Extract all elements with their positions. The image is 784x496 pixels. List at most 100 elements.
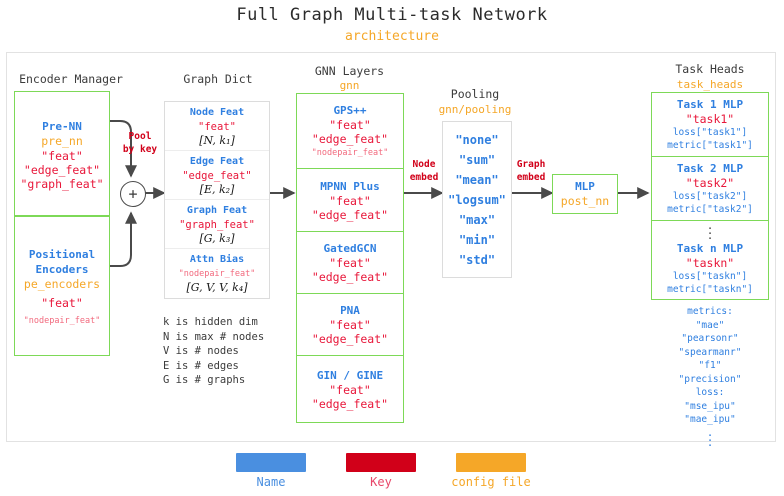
encoder-manager-prenn-box[interactable]: Pre-NN pre_nn "feat" "edge_feat" "graph_… <box>14 91 110 216</box>
gin-gine-key-edge-feat: "edge_feat" <box>311 396 389 411</box>
pooling-option-std[interactable]: "std" <box>458 252 496 267</box>
pooling-option-max[interactable]: "max" <box>458 212 496 227</box>
graph-dict-legend: k is hidden dim N is max # nodes V is # … <box>163 315 264 388</box>
task-heads-box[interactable]: Task 1 MLP "task1" loss["task1"] metric[… <box>651 92 769 300</box>
graph-dict-entry-edge-feat[interactable]: Edge Feat "edge_feat" [E, k₂] <box>165 151 269 200</box>
task1-loss: loss["task1"] <box>672 126 748 138</box>
pna-name: PNA <box>340 304 360 318</box>
edge-feat-name: Edge Feat <box>189 155 245 167</box>
task-head-n[interactable]: ... Task n MLP "taskn" loss["taskn"] met… <box>652 219 768 299</box>
task1-metric: metric["task1"] <box>667 139 753 151</box>
task2-loss: loss["task2"] <box>672 190 748 202</box>
pooling-option-min[interactable]: "min" <box>458 232 496 247</box>
legend-label-config-file: config file <box>451 475 531 489</box>
gnn-block-gpspp[interactable]: GPS++ "feat" "edge_feat" "nodepair_feat" <box>297 94 403 170</box>
gin-gine-name: GIN / GINE <box>316 368 384 382</box>
encoder-manager-positional-encoders-box[interactable]: Positional Encoders pe_encoders "feat" "… <box>14 216 110 356</box>
task-head-2[interactable]: Task 2 MLP "task2" loss["task2"] metric[… <box>652 157 768 221</box>
task2-name: Task 2 MLP <box>676 161 744 175</box>
pooling-option-sum[interactable]: "sum" <box>458 152 496 167</box>
metric-precision: "precision" <box>678 373 742 385</box>
mpnn-plus-key-edge-feat: "edge_feat" <box>311 207 389 222</box>
legend-swatch-config-file <box>456 453 526 472</box>
legend-swatch-name <box>236 453 306 472</box>
task-heads-ellipsis-icon: ... <box>706 219 714 243</box>
graph-feat-name: Graph Feat <box>186 204 248 216</box>
legend-line-e: E is # edges <box>163 359 239 372</box>
page-subtitle: architecture <box>345 29 439 44</box>
pooling-option-logsum[interactable]: "logsum" <box>448 192 506 207</box>
arrow-label-pool-by-key: Pool by key <box>112 130 168 156</box>
taskn-metric: metric["taskn"] <box>667 284 753 296</box>
column-title-pooling: Pooling <box>450 87 500 101</box>
mpnn-plus-key-feat: "feat" <box>329 193 371 208</box>
node-feat-key: "feat" <box>198 120 236 133</box>
post-nn-mlp-box[interactable]: MLP post_nn <box>552 174 618 214</box>
pool-by-key-line2: by key <box>122 144 158 155</box>
gnn-block-pna[interactable]: PNA "feat" "edge_feat" <box>297 294 403 357</box>
prenn-key-edge-feat: "edge_feat" <box>23 162 101 177</box>
pe-name-line2: Encoders <box>35 262 89 276</box>
gnn-block-gin-gine[interactable]: GIN / GINE "feat" "edge_feat" <box>297 356 403 422</box>
graph-embed-line1: Graph <box>516 159 546 170</box>
task2-key: "task2" <box>685 175 735 190</box>
pooling-option-none[interactable]: "none" <box>455 132 499 147</box>
task1-key: "task1" <box>685 111 735 126</box>
legend-swatch-key <box>346 453 416 472</box>
prenn-key-feat: "feat" <box>41 148 83 163</box>
gnn-block-mpnn-plus[interactable]: MPNN Plus "feat" "edge_feat" <box>297 169 403 232</box>
merge-plus-node: + <box>120 181 146 207</box>
gatedgcn-name: GatedGCN <box>323 241 377 255</box>
gpspp-key-nodepair-feat: "nodepair_feat" <box>311 147 389 158</box>
metric-spearmanr: "spearmanr" <box>678 346 742 358</box>
column-title-task-heads: Task Heads <box>675 62 745 76</box>
graph-dict-box[interactable]: Node Feat "feat" [N, k₁] Edge Feat "edge… <box>164 101 270 299</box>
column-title-gnn-layers: GNN Layers <box>314 64 385 78</box>
legend-line-v: V is # nodes <box>163 345 239 357</box>
column-config-task-heads: task_heads <box>676 78 744 91</box>
pe-name-line1: Positional <box>28 247 96 261</box>
legend-label-name: Name <box>256 475 286 489</box>
column-config-gnn-layers: gnn <box>339 79 360 92</box>
prenn-name: Pre-NN <box>42 119 82 133</box>
graph-dict-entry-graph-feat[interactable]: Graph Feat "graph_feat" [G, k₃] <box>165 200 269 249</box>
pool-by-key-line1: Pool <box>128 131 152 142</box>
gatedgcn-key-feat: "feat" <box>329 255 371 270</box>
metric-mae: "mae" <box>695 319 725 331</box>
prenn-key-graph-feat: "graph_feat" <box>20 176 104 191</box>
prenn-config: pre_nn <box>41 133 83 148</box>
edge-feat-shape: [E, k₂] <box>199 182 235 196</box>
graph-dict-entry-node-feat[interactable]: Node Feat "feat" [N, k₁] <box>165 102 269 151</box>
gpspp-key-feat: "feat" <box>329 117 371 132</box>
node-embed-line2: embed <box>409 172 439 183</box>
gin-gine-key-feat: "feat" <box>329 382 371 397</box>
gnn-block-gatedgcn[interactable]: GatedGCN "feat" "edge_feat" <box>297 232 403 295</box>
pooling-box[interactable]: "none" "sum" "mean" "logsum" "max" "min"… <box>442 121 512 278</box>
loss-mae-ipu: "mae_ipu" <box>684 414 736 425</box>
post-nn-config: post_nn <box>560 194 610 208</box>
graph-embed-line2: embed <box>516 172 546 183</box>
task-head-1[interactable]: Task 1 MLP "task1" loss["task1"] metric[… <box>652 93 768 157</box>
attn-bias-key: "nodepair_feat" <box>178 269 256 279</box>
post-nn-name: MLP <box>575 180 595 193</box>
graph-dict-entry-attn-bias[interactable]: Attn Bias "nodepair_feat" [G, V, V, k₄] <box>165 249 269 298</box>
column-config-pooling: gnn/pooling <box>438 103 512 116</box>
graph-feat-shape: [G, k₃] <box>199 231 235 245</box>
gatedgcn-key-edge-feat: "edge_feat" <box>311 269 389 284</box>
taskn-name: Task n MLP <box>676 242 744 256</box>
node-embed-line1: Node <box>412 159 436 170</box>
metrics-label: metrics: <box>687 306 733 317</box>
pna-key-edge-feat: "edge_feat" <box>311 332 389 347</box>
pna-key-feat: "feat" <box>329 318 371 333</box>
pooling-option-mean[interactable]: "mean" <box>455 172 499 187</box>
edge-feat-key: "edge_feat" <box>182 169 252 182</box>
gnn-layers-box[interactable]: GPS++ "feat" "edge_feat" "nodepair_feat"… <box>296 93 404 423</box>
legend-line-k: k is hidden dim <box>163 316 258 328</box>
metrics-ellipsis-icon: ... <box>706 425 714 449</box>
pe-key-feat: "feat" <box>41 295 83 310</box>
task-heads-metrics-list: metrics: "mae" "pearsonr" "spearmanr" "f… <box>645 305 775 449</box>
metric-pearsonr: "pearsonr" <box>681 333 739 344</box>
mpnn-plus-name: MPNN Plus <box>320 179 380 193</box>
arrow-label-graph-embed: Graph embed <box>507 158 555 184</box>
taskn-loss: loss["taskn"] <box>672 271 748 283</box>
